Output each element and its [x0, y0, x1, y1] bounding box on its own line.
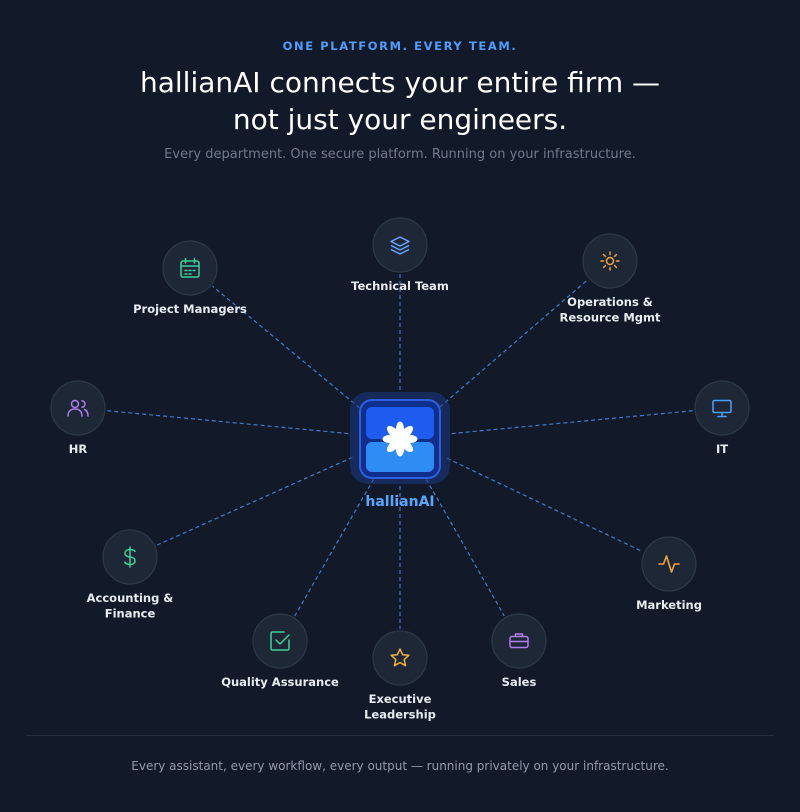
sun-icon: [600, 251, 620, 271]
node-circle: [582, 233, 638, 289]
connector-hr: [106, 410, 349, 435]
node-circle: [372, 217, 428, 273]
subheadline: Every department. One secure platform. R…: [164, 147, 636, 162]
footer-text: Every assistant, every workflow, every o…: [131, 759, 669, 773]
department-nodes: Technical Team Operations & Resource Mgmt…: [50, 217, 750, 722]
headline-line-1: hallianAI connects your entire firm —: [139, 66, 660, 99]
footer-divider: [26, 735, 774, 736]
dollar-icon: [124, 546, 136, 568]
department-node-project-managers: Project Managers: [133, 240, 247, 316]
activity-icon: [658, 555, 680, 573]
department-label: IT: [716, 442, 728, 456]
asterisk-flower-icon: [382, 421, 418, 457]
department-node-quality-assurance: Quality Assurance: [221, 613, 339, 689]
calendar-icon: [180, 257, 200, 278]
department-label: Project Managers: [133, 302, 247, 316]
department-label: Accounting &: [87, 591, 174, 605]
department-label: Finance: [105, 607, 156, 621]
connector-operations: [439, 279, 589, 408]
node-circle: [162, 240, 218, 296]
department-label: Technical Team: [351, 279, 449, 293]
hub-logo-bottom: [366, 442, 434, 472]
department-label: Executive: [369, 692, 432, 706]
department-label: Sales: [502, 675, 537, 689]
department-node-hr: HR: [50, 380, 106, 456]
monitor-icon: [712, 399, 732, 418]
department-label: Quality Assurance: [221, 675, 339, 689]
department-label: HR: [69, 442, 88, 456]
department-label: Resource Mgmt: [559, 311, 661, 325]
eyebrow: ONE PLATFORM. EVERY TEAM.: [282, 39, 518, 53]
node-circle: [694, 380, 750, 436]
headline-line-2: not just your engineers.: [232, 103, 568, 136]
department-node-technical-team: Technical Team: [351, 217, 449, 293]
department-node-marketing: Marketing: [636, 536, 702, 612]
star-icon: [390, 648, 410, 667]
hub-center: hallianAI: [350, 392, 450, 510]
connector-accounting-finance: [156, 456, 353, 546]
department-node-sales: Sales: [491, 613, 547, 689]
department-node-accounting-finance: Accounting & Finance: [87, 529, 174, 621]
page-title: hallianAI connects your entire firm — no…: [0, 64, 800, 138]
hub-name: hallianAI: [365, 494, 434, 510]
connector-project-managers: [212, 285, 360, 409]
connector-marketing: [446, 457, 643, 553]
layers-icon: [390, 236, 410, 255]
node-circle: [372, 630, 428, 686]
briefcase-icon: [509, 633, 529, 649]
department-node-operations: Operations & Resource Mgmt: [559, 233, 661, 325]
connector-sales: [425, 479, 505, 617]
node-circle: [252, 613, 308, 669]
users-icon: [67, 399, 89, 417]
department-node-it: IT: [694, 380, 750, 456]
check-square-icon: [270, 631, 290, 651]
node-circle: [50, 380, 106, 436]
department-label: Marketing: [636, 598, 702, 612]
department-label: Operations &: [567, 295, 653, 309]
connector-it: [451, 410, 694, 435]
connector-quality-assurance: [294, 479, 375, 617]
department-label: Leadership: [364, 708, 436, 722]
connector-lines: [106, 274, 694, 629]
